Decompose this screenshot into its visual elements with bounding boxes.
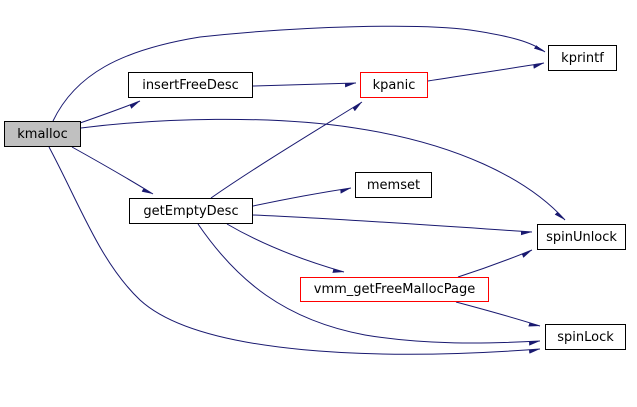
- edge-getEmptyDesc-memset: [252, 187, 352, 207]
- node-insertFreeDesc[interactable]: insertFreeDesc: [128, 72, 253, 98]
- edge-kmalloc-spinUnlock: [80, 118, 566, 221]
- node-kprintf[interactable]: kprintf: [548, 45, 617, 71]
- node-spinUnlock[interactable]: spinUnlock: [537, 224, 626, 250]
- edge-vmm_getFreeMallocPage-spinLock: [455, 301, 541, 327]
- edge-kpanic-kprintf: [427, 62, 545, 82]
- node-spinLock[interactable]: spinLock: [545, 324, 626, 350]
- edge-kmalloc-insertFreeDesc: [79, 100, 141, 124]
- edge-getEmptyDesc-vmm_getFreeMallocPage: [226, 223, 345, 272]
- edge-kmalloc-getEmptyDesc: [71, 146, 154, 195]
- edge-insertFreeDesc-kpanic: [252, 82, 357, 86]
- edge-kmalloc-spinLock: [48, 146, 541, 355]
- node-memset[interactable]: memset: [355, 172, 432, 198]
- node-vmm_getFreeMallocPage[interactable]: vmm_getFreeMallocPage: [300, 277, 489, 302]
- node-getEmptyDesc[interactable]: getEmptyDesc: [129, 198, 253, 224]
- edge-getEmptyDesc-spinUnlock: [252, 214, 533, 232]
- edge-getEmptyDesc-spinLock: [197, 223, 541, 343]
- edge-vmm_getFreeMallocPage-spinUnlock: [457, 249, 533, 278]
- edge-getEmptyDesc-kpanic: [210, 101, 363, 199]
- node-kpanic[interactable]: kpanic: [360, 72, 428, 98]
- edge-kmalloc-kprintf: [52, 25, 546, 122]
- node-kmalloc: kmalloc: [4, 121, 81, 147]
